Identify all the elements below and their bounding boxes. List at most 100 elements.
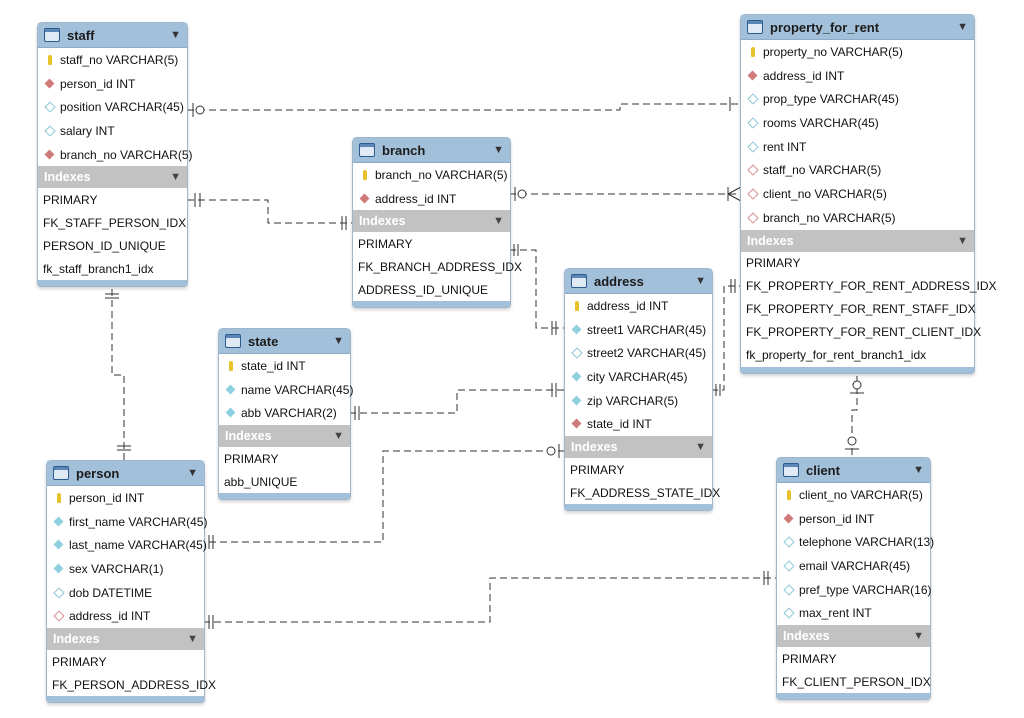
column-row[interactable]: staff_no VARCHAR(5): [38, 48, 187, 72]
column-label: person_id INT: [799, 511, 875, 526]
column-row[interactable]: address_id INT: [741, 64, 974, 88]
indexes-header[interactable]: Indexes ▼: [741, 229, 974, 252]
column-row[interactable]: client_no VARCHAR(5): [777, 483, 930, 507]
rel-address-person: [203, 450, 565, 543]
column-row[interactable]: pref_type VARCHAR(16): [777, 578, 932, 602]
table-address[interactable]: address ▼ address_id INT street1 VARCHAR(45…: [564, 268, 721, 512]
column-row[interactable]: state_id INT: [565, 412, 712, 436]
column-label: client_no VARCHAR(5): [763, 186, 887, 201]
column-icon: [748, 213, 758, 223]
column-row[interactable]: first_name VARCHAR(45): [47, 510, 207, 534]
collapse-arrow-icon[interactable]: ▼: [695, 275, 706, 287]
table-header[interactable]: branch ▼: [353, 138, 510, 163]
collapse-arrow-icon[interactable]: ▼: [187, 467, 198, 479]
collapse-arrow-icon[interactable]: ▼: [170, 29, 181, 41]
column-row[interactable]: prop_type VARCHAR(45): [741, 87, 974, 111]
indexes-label: Indexes: [747, 233, 794, 248]
column-row[interactable]: person_id INT: [47, 486, 204, 510]
table-header[interactable]: state▼: [219, 329, 350, 354]
column-label: rooms VARCHAR(45): [763, 115, 879, 130]
collapse-arrow-icon[interactable]: ▼: [333, 335, 344, 347]
column-row[interactable]: street1 VARCHAR(45): [565, 318, 712, 342]
indexes-header[interactable]: Indexes▼: [353, 210, 510, 233]
table-header[interactable]: address ▼: [565, 269, 712, 294]
collapse-arrow-icon[interactable]: ▼: [333, 430, 344, 443]
column-row[interactable]: max_rent INT: [777, 601, 930, 625]
collapse-arrow-icon[interactable]: ▼: [493, 144, 504, 156]
collapse-arrow-icon[interactable]: ▼: [493, 215, 504, 228]
table-header[interactable]: staff▼: [38, 23, 187, 48]
index-row: PRIMARY: [43, 192, 98, 207]
column-row[interactable]: rooms VARCHAR(45): [741, 111, 974, 135]
table-title: branch: [382, 142, 426, 158]
indexes-header[interactable]: Indexes▼: [777, 625, 930, 648]
column-row[interactable]: staff_no VARCHAR(5): [741, 158, 974, 182]
column-row[interactable]: salary INT: [38, 119, 187, 143]
collapse-arrow-icon[interactable]: ▼: [913, 630, 924, 643]
indexes-header[interactable]: Indexes▼: [38, 166, 187, 189]
index-row: FK_ADDRESS_STATE_IDX: [570, 485, 721, 500]
collapse-arrow-icon[interactable]: ▼: [957, 21, 968, 33]
column-row[interactable]: zip VARCHAR(5): [565, 389, 712, 413]
column-row[interactable]: city VARCHAR(45): [565, 365, 712, 389]
column-label: address_id INT: [587, 298, 669, 313]
column-row[interactable]: person_id INT: [38, 72, 187, 96]
rel-staff-branch: [187, 199, 352, 224]
table-header[interactable]: property_for_rent▼: [741, 15, 974, 40]
indexes-header[interactable]: Indexes▼: [47, 628, 204, 651]
table-branch[interactable]: branch ▼ branch_no VARCHAR(5)address_id IN…: [352, 137, 522, 309]
column-label: telephone VARCHAR(13): [799, 535, 935, 550]
column-label: pref_type VARCHAR(16): [799, 582, 932, 597]
index-row: FK_CLIENT_PERSON_IDX: [782, 674, 931, 689]
index-row: FK_PROPERTY_FOR_RENT_CLIENT_IDX: [746, 325, 982, 339]
table-title: person: [76, 465, 120, 481]
column-icon: [784, 585, 794, 595]
column-row[interactable]: branch_no VARCHAR(5): [741, 206, 974, 230]
collapse-arrow-icon[interactable]: ▼: [913, 464, 924, 476]
indexes-header[interactable]: Indexes ▼: [219, 425, 350, 448]
column-row[interactable]: sex VARCHAR(1): [47, 557, 204, 581]
table-property-for-rent[interactable]: property_for_rent▼property_no VARCHAR(5)…: [740, 14, 997, 374]
indexes-header[interactable]: Indexes▼: [565, 436, 712, 459]
column-row[interactable]: position VARCHAR(45): [38, 95, 187, 119]
table-header[interactable]: person ▼: [47, 461, 204, 486]
column-row[interactable]: property_no VARCHAR(5): [741, 40, 974, 64]
column-label: state_id INT: [587, 417, 652, 432]
column-row[interactable]: branch_no VARCHAR(5): [38, 143, 193, 167]
column-row[interactable]: address_id INT: [47, 604, 204, 628]
collapse-arrow-icon[interactable]: ▼: [187, 633, 198, 646]
table-header[interactable]: client▼: [777, 458, 930, 483]
collapse-arrow-icon[interactable]: ▼: [695, 441, 706, 454]
column-row[interactable]: dob DATETIME: [47, 581, 204, 605]
column-row[interactable]: address_id INT: [565, 294, 712, 318]
column-row[interactable]: email VARCHAR(45): [777, 554, 930, 578]
column-row[interactable]: abb VARCHAR(2): [219, 401, 350, 425]
column-label: prop_type VARCHAR(45): [763, 92, 899, 107]
index-row: FK_STAFF_PERSON_IDX: [43, 215, 187, 230]
column-row[interactable]: state_id INT: [219, 354, 350, 378]
column-row[interactable]: address_id INT: [353, 187, 510, 211]
column-row[interactable]: street2 VARCHAR(45): [565, 341, 712, 365]
column-row[interactable]: client_no VARCHAR(5): [741, 182, 974, 206]
indexes-label: Indexes: [225, 429, 272, 444]
column-label: address_id INT: [69, 609, 151, 624]
column-row[interactable]: branch_no VARCHAR(5): [353, 163, 510, 187]
table-title: address: [594, 273, 644, 289]
column-row[interactable]: person_id INT: [777, 507, 930, 531]
column-row[interactable]: last_name VARCHAR(45): [47, 533, 207, 557]
column-row[interactable]: telephone VARCHAR(13): [777, 530, 934, 554]
primary-key-icon: [45, 54, 55, 65]
table-icon: [53, 466, 69, 480]
column-label: staff_no VARCHAR(5): [763, 163, 882, 178]
collapse-arrow-icon[interactable]: ▼: [170, 171, 181, 184]
column-row[interactable]: rent INT: [741, 135, 974, 159]
collapse-arrow-icon[interactable]: ▼: [957, 234, 968, 247]
column-row[interactable]: name VARCHAR(45): [219, 378, 353, 402]
index-row: PRIMARY: [224, 451, 279, 466]
column-icon: [45, 102, 55, 112]
table-client[interactable]: client▼client_no VARCHAR(5) person_id INT…: [776, 457, 934, 701]
